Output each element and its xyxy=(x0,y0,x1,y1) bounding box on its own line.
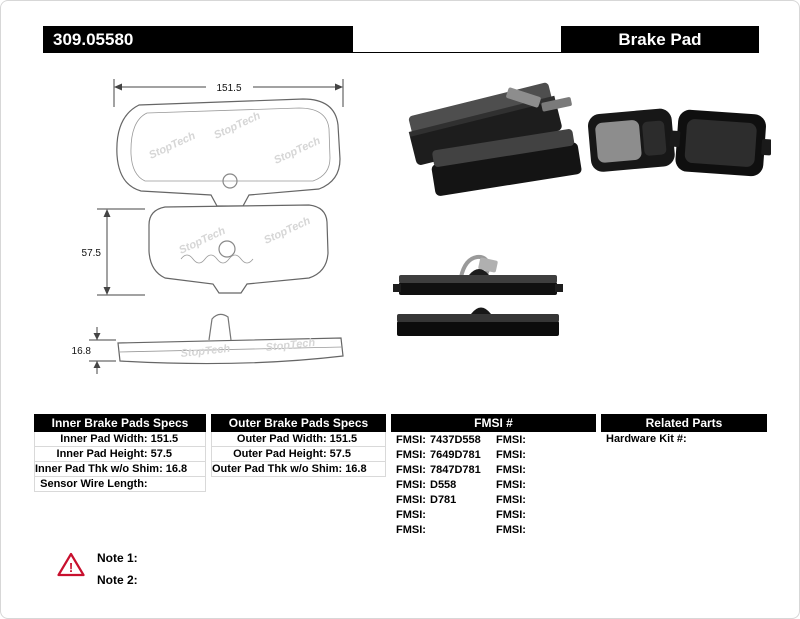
table-row: Outer Pad Height: 57.5 xyxy=(211,447,386,462)
inner-specs-table: Inner Brake Pads Specs Inner Pad Width: … xyxy=(34,414,206,492)
fmsi-value: 7649D781 xyxy=(430,448,481,461)
warning-glyph: ! xyxy=(69,560,73,575)
wear-sensor-clip xyxy=(459,254,498,278)
spec-label: Inner Pad Height: xyxy=(56,448,148,460)
part-number: 309.05580 xyxy=(43,26,353,53)
table-row: FMSI: FMSI: xyxy=(391,507,596,522)
related-parts-header: Related Parts xyxy=(601,414,767,432)
spec-label: Sensor Wire Length: xyxy=(40,478,148,490)
note-1-label: Note 1: xyxy=(97,551,138,565)
fmsi-label: FMSI: xyxy=(496,433,526,446)
spec-label: Outer Pad Width: xyxy=(236,433,327,445)
table-row: Hardware Kit #: xyxy=(601,432,767,447)
spec-label: Outer Pad Height: xyxy=(233,448,327,460)
photo-pad-set-face xyxy=(588,108,771,177)
dimension-thickness: 16.8 xyxy=(72,327,116,374)
fmsi-label: FMSI: xyxy=(396,493,426,506)
fmsi-table: FMSI # FMSI: 7437D558 FMSI: FMSI: 7649D7… xyxy=(391,414,596,537)
fmsi-label: FMSI: xyxy=(396,478,426,491)
watermark-text: StopTech xyxy=(265,337,316,354)
note-2-label: Note 2: xyxy=(97,573,138,587)
spec-value: 16.8 xyxy=(165,463,188,475)
page-title: Brake Pad xyxy=(561,26,759,53)
fmsi-label: FMSI: xyxy=(396,433,426,446)
dimension-width-label: 151.5 xyxy=(216,83,241,94)
fmsi-label: FMSI: xyxy=(396,463,426,476)
pad-height-view xyxy=(148,204,329,294)
spec-value: 57.5 xyxy=(329,448,352,460)
dimension-height-label: 57.5 xyxy=(82,248,102,259)
pad-front-view xyxy=(116,98,341,207)
table-row: Outer Pad Width: 151.5 xyxy=(211,432,386,447)
photo-pad-edge-views xyxy=(393,254,563,336)
spec-label: Outer Pad Thk w/o Shim: xyxy=(212,463,343,475)
spec-value: 151.5 xyxy=(329,433,358,445)
fmsi-value: D558 xyxy=(430,478,457,491)
product-photos xyxy=(393,82,771,336)
table-row: FMSI: D558 FMSI: xyxy=(391,477,596,492)
photo-pad-set-angled xyxy=(408,82,582,196)
fmsi-label: FMSI: xyxy=(496,463,526,476)
dimension-width: 151.5 xyxy=(113,79,344,107)
watermark-text: StopTech xyxy=(180,343,231,360)
table-row: FMSI: FMSI: xyxy=(391,522,596,537)
inner-specs-header: Inner Brake Pads Specs xyxy=(34,414,206,432)
fmsi-label: FMSI: xyxy=(496,523,526,536)
fmsi-label: FMSI: xyxy=(496,493,526,506)
dimension-thickness-label: 16.8 xyxy=(72,346,92,357)
fmsi-label: FMSI: xyxy=(396,523,426,536)
table-row: Inner Pad Thk w/o Shim: 16.8 xyxy=(34,462,206,477)
header-rule xyxy=(43,52,759,53)
table-row: Inner Pad Height: 57.5 xyxy=(34,447,206,462)
table-row: FMSI: D781 FMSI: xyxy=(391,492,596,507)
spec-value: 151.5 xyxy=(150,433,179,445)
fmsi-value: 7847D781 xyxy=(430,463,481,476)
spec-label: Inner Pad Width: xyxy=(60,433,148,445)
spec-value: 57.5 xyxy=(150,448,173,460)
table-row: Outer Pad Thk w/o Shim: 16.8 xyxy=(211,462,386,477)
fmsi-label: FMSI: xyxy=(496,478,526,491)
outer-specs-header: Outer Brake Pads Specs xyxy=(211,414,386,432)
table-row: Sensor Wire Length: xyxy=(34,477,206,492)
table-row: FMSI: 7437D558 FMSI: xyxy=(391,432,596,447)
fmsi-header: FMSI # xyxy=(391,414,596,432)
related-label: Hardware Kit #: xyxy=(606,433,687,445)
technical-drawing: StopTech StopTech StopTech StopTech Stop… xyxy=(72,79,344,374)
spec-label: Inner Pad Thk w/o Shim: xyxy=(35,463,163,475)
table-row: Inner Pad Width: 151.5 xyxy=(34,432,206,447)
dimension-height: 57.5 xyxy=(82,208,145,296)
pad-side-view xyxy=(117,313,344,365)
fmsi-label: FMSI: xyxy=(396,508,426,521)
warning-icon: ! xyxy=(57,552,85,577)
fmsi-value: 7437D558 xyxy=(430,433,481,446)
fmsi-label: FMSI: xyxy=(396,448,426,461)
table-row: FMSI: 7649D781 FMSI: xyxy=(391,447,596,462)
outer-specs-table: Outer Brake Pads Specs Outer Pad Width: … xyxy=(211,414,386,477)
fmsi-value: D781 xyxy=(430,493,457,506)
spec-value: 16.8 xyxy=(345,463,367,475)
table-row: FMSI: 7847D781 FMSI: xyxy=(391,462,596,477)
related-parts-table: Related Parts Hardware Kit #: xyxy=(601,414,767,447)
fmsi-label: FMSI: xyxy=(496,448,526,461)
fmsi-label: FMSI: xyxy=(496,508,526,521)
